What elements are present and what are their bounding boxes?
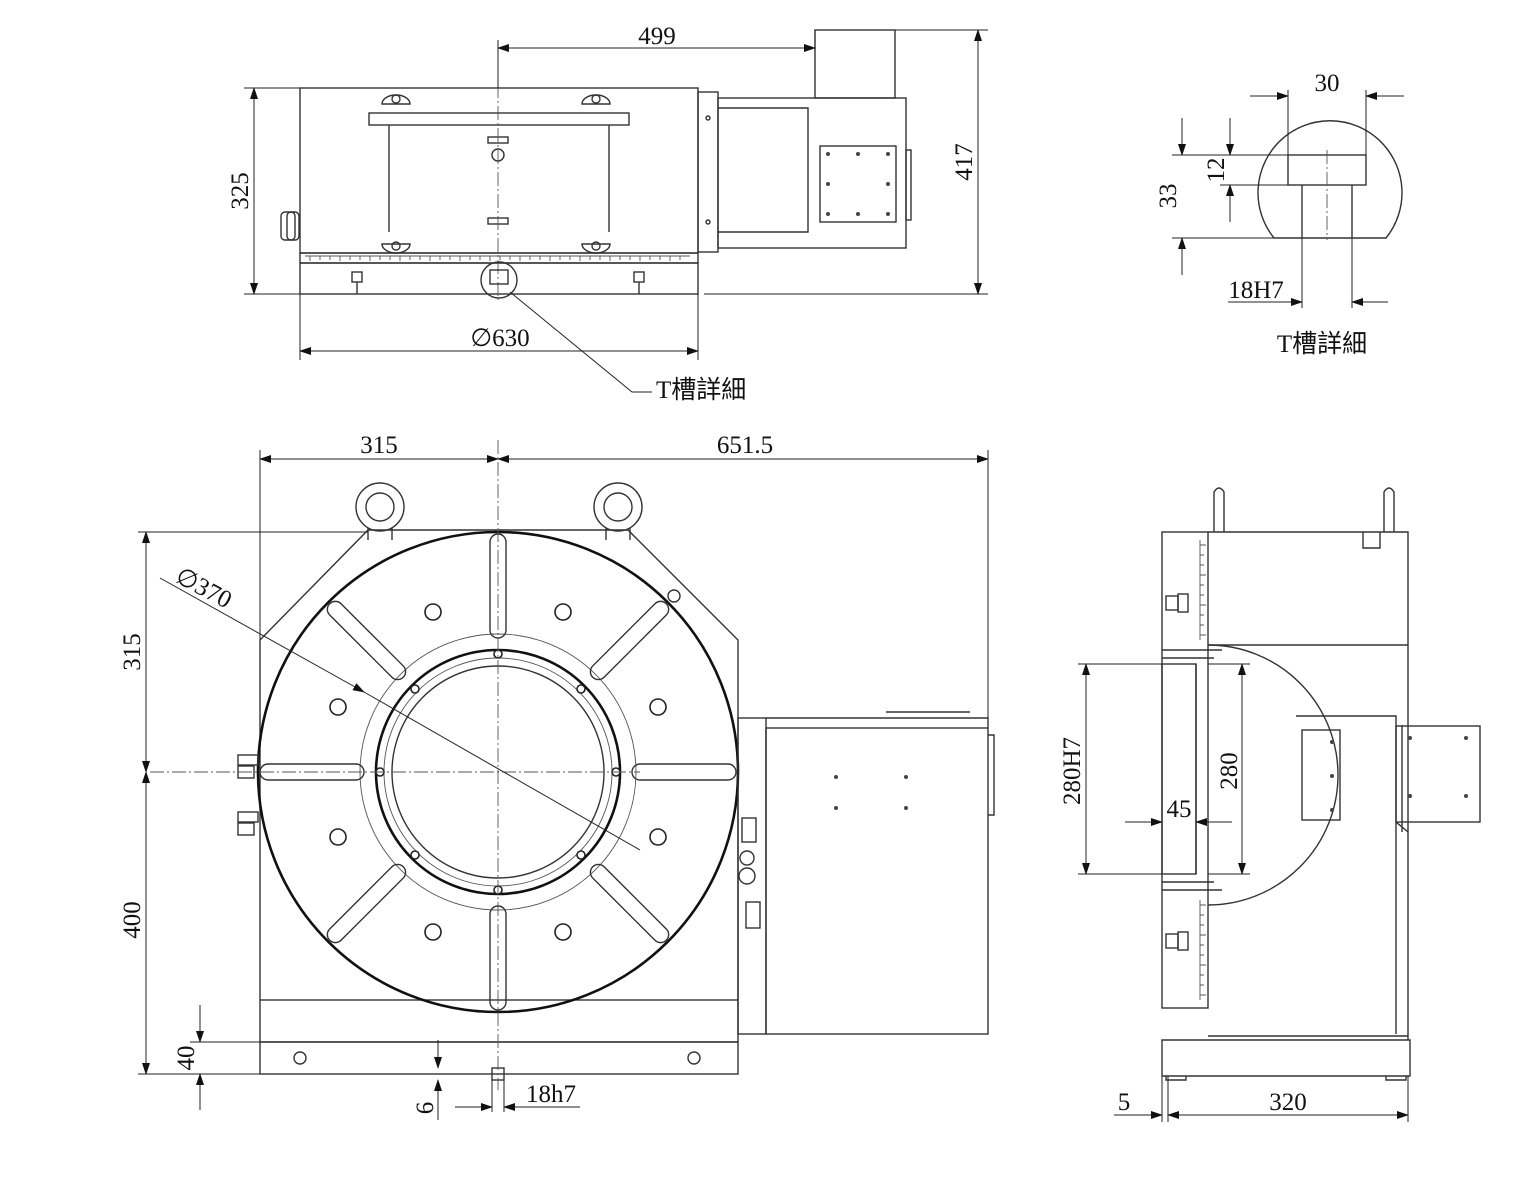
- dim-33: 33: [1155, 118, 1274, 275]
- top-view-clamp-lugs: [381, 94, 611, 254]
- dim-280H7: 280H7: [1059, 663, 1162, 875]
- dim-30: 30: [1250, 70, 1404, 155]
- tslot-callout-circle: [480, 261, 518, 299]
- side-scale: [1199, 540, 1206, 1000]
- dim-651-5-label: 651.5: [717, 432, 773, 459]
- dim-400: 400: [119, 771, 260, 1075]
- dim-18h7-label: 18h7: [526, 1081, 576, 1108]
- dim-30-label: 30: [1315, 70, 1340, 97]
- top-motor-housing: [705, 29, 912, 249]
- side-motor-box: [1296, 715, 1481, 1034]
- dim-12: 12: [1203, 118, 1288, 222]
- dim-315h-label: 315: [360, 432, 398, 459]
- dim-45-label: 45: [1167, 796, 1192, 823]
- tslot-detail: 30 12 33 18H7 T槽詳細: [1155, 70, 1404, 358]
- dim-18h7: 18h7: [455, 1080, 580, 1112]
- front-motor-housing: [737, 711, 995, 1035]
- dim-5-label: 5: [1118, 1089, 1131, 1116]
- tslots-radial: [259, 533, 737, 1011]
- dim-18H7-label: 18H7: [1228, 277, 1284, 304]
- dim-315-vertical: 315: [119, 531, 368, 773]
- dim-417-label: 417: [951, 143, 978, 181]
- dim-280H7-label: 280H7: [1059, 737, 1086, 805]
- dim-6-label: 6: [412, 1102, 439, 1115]
- dim-45: 45: [1125, 796, 1232, 826]
- lifting-eyebolts: [355, 482, 643, 540]
- dim-630: ∅630: [299, 294, 699, 360]
- left-fittings: [280, 211, 300, 241]
- face-bolt-holes: [329, 603, 667, 941]
- dim-630-label: ∅630: [470, 325, 529, 352]
- dim-320: 320: [1167, 1089, 1409, 1119]
- top-view: 499 325 417 ∅630 T槽詳細: [227, 23, 988, 404]
- dim-6: 6: [412, 1040, 442, 1120]
- dim-40: 40: [173, 1005, 260, 1110]
- dim-325: 325: [227, 87, 300, 295]
- dim-315-horizontal: 315: [259, 432, 989, 718]
- dim-280: 280: [1208, 663, 1250, 875]
- dim-18H7: 18H7: [1228, 238, 1388, 308]
- dim-400-label: 400: [119, 901, 146, 939]
- dim-315v-label: 315: [119, 633, 146, 671]
- tslot-detail-title: T槽詳細: [1277, 330, 1367, 358]
- dim-499: 499: [497, 23, 816, 88]
- tslot-callout-label: T槽詳細: [656, 376, 746, 404]
- dim-12-label: 12: [1203, 158, 1230, 183]
- hydraulic-fittings: [237, 754, 259, 836]
- dim-280-label: 280: [1216, 752, 1243, 790]
- dim-320-label: 320: [1269, 1089, 1307, 1116]
- dim-40-label: 40: [173, 1046, 200, 1071]
- side-view: 280H7 280 45 5 320: [1059, 487, 1481, 1122]
- dim-325-label: 325: [227, 172, 254, 210]
- dim-370-label: ∅370: [171, 563, 236, 615]
- side-lifting-handles: [1213, 487, 1395, 532]
- dim-33-label: 33: [1155, 184, 1182, 209]
- dim-417: 417: [704, 29, 988, 295]
- degree-scale: [305, 255, 690, 261]
- front-view: 315 651.5 ∅370 315 400 40: [119, 432, 995, 1120]
- tslot-leader: T槽詳細: [509, 291, 746, 404]
- dim-499-label: 499: [638, 23, 676, 50]
- dim-651-5: 651.5: [497, 432, 989, 463]
